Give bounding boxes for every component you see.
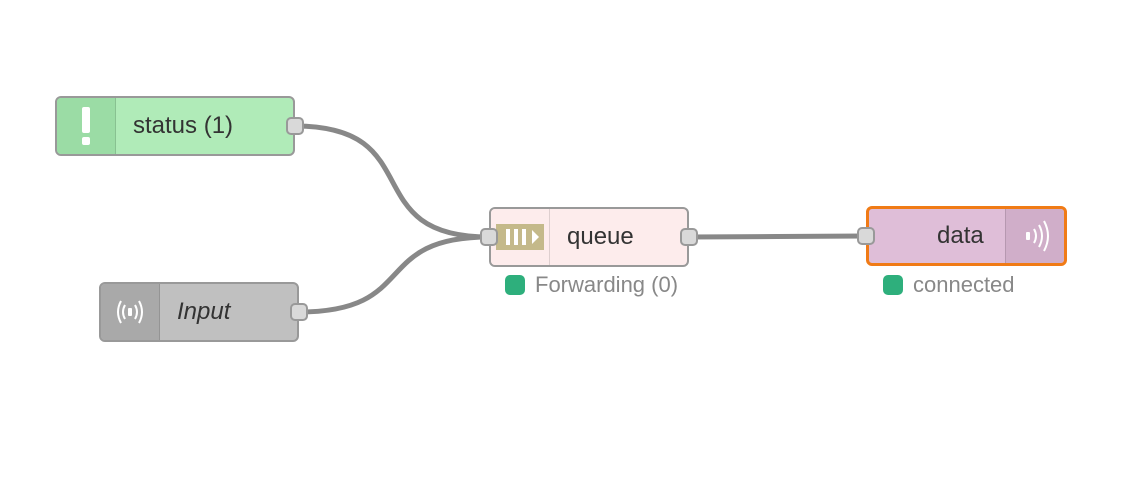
node-status: Forwarding (0) bbox=[505, 272, 678, 298]
node-label: Input bbox=[177, 298, 231, 325]
radio-waves-icon bbox=[101, 284, 160, 340]
exclamation-icon bbox=[57, 98, 116, 154]
node-status: connected bbox=[883, 272, 1015, 298]
input-port[interactable] bbox=[857, 227, 875, 245]
node-label: status (1) bbox=[133, 112, 234, 139]
node-label: queue bbox=[567, 223, 634, 250]
radio-waves-icon bbox=[1005, 209, 1064, 263]
input-node[interactable]: Input bbox=[99, 282, 308, 342]
status-text: Forwarding (0) bbox=[535, 272, 679, 297]
queue-node[interactable]: queue bbox=[480, 207, 698, 267]
output-port[interactable] bbox=[286, 117, 304, 135]
node-label: data bbox=[937, 222, 984, 249]
input-port[interactable] bbox=[480, 228, 498, 246]
wire-queue-to-data[interactable] bbox=[686, 233, 869, 240]
data-node[interactable]: data bbox=[857, 206, 1067, 266]
wire-input-to-queue[interactable] bbox=[296, 234, 492, 315]
wire-status-to-queue[interactable] bbox=[292, 123, 492, 240]
output-port[interactable] bbox=[290, 303, 308, 321]
output-port[interactable] bbox=[680, 228, 698, 246]
status-text: connected bbox=[913, 272, 1015, 297]
status-indicator bbox=[883, 275, 903, 295]
status-indicator bbox=[505, 275, 525, 295]
queue-icon bbox=[491, 209, 550, 265]
status-node[interactable]: status (1) bbox=[55, 96, 304, 156]
